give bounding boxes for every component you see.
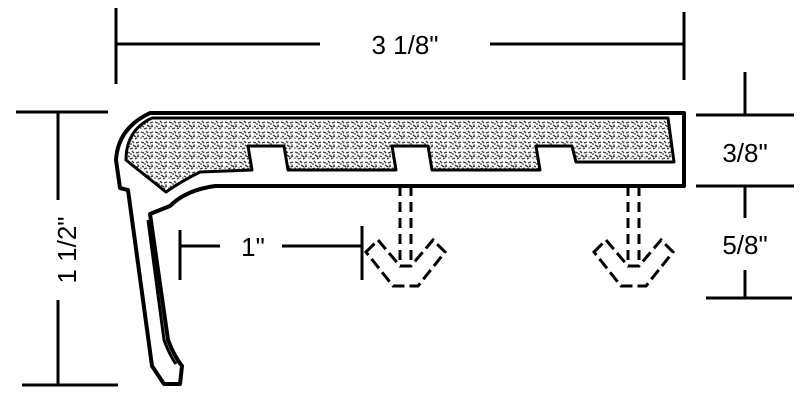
nosing-leg-inner-line [146, 219, 178, 365]
anchor-1-barb [363, 237, 448, 288]
width-dimension-label: 3 1/8" [371, 30, 438, 60]
anchor-2-barb [591, 237, 676, 288]
nosing-profile-outline [114, 111, 686, 386]
anchor-fastener-2 [591, 186, 676, 288]
right-dimensions [696, 72, 794, 300]
width-dimension [114, 8, 686, 84]
spacing-dimension [178, 226, 364, 280]
spacing-dimension-label: 1" [241, 232, 265, 262]
abrasive-grit-insert [124, 116, 676, 194]
anchor-fastener-1 [363, 186, 448, 288]
depth-dimension-label: 5/8" [722, 230, 767, 260]
thickness-dimension-label: 3/8" [722, 138, 767, 168]
height-dimension-label: 1 1/2" [52, 216, 82, 283]
height-dimension [16, 110, 118, 387]
